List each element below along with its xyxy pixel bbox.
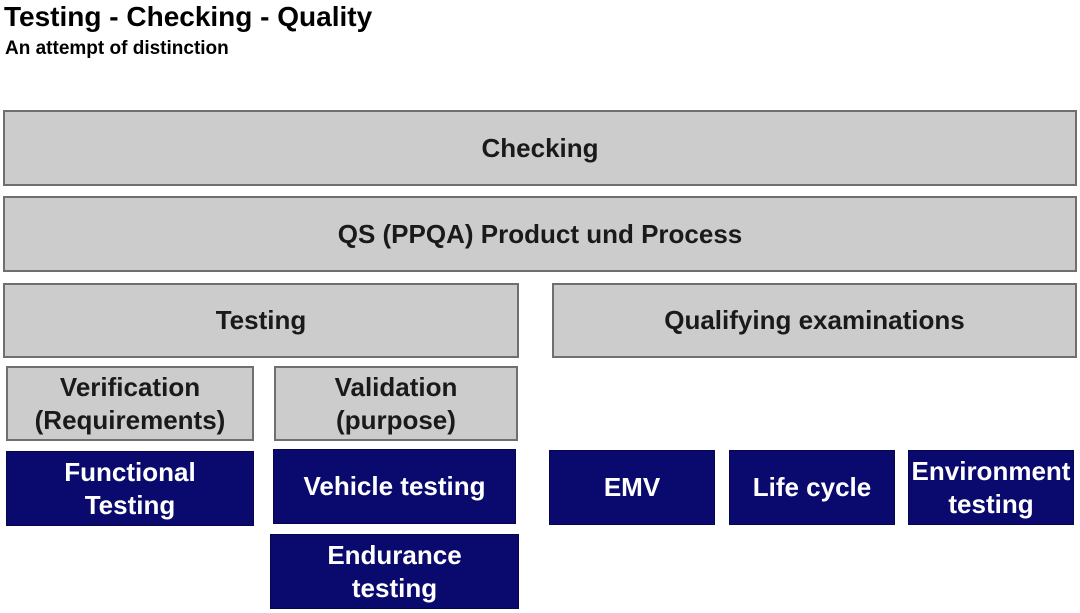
- endurance-testing-label: Endurance: [327, 539, 462, 570]
- vehicle-testing-label: Vehicle testing: [303, 471, 486, 501]
- testing-label: Testing: [215, 305, 307, 335]
- environment-testing-label: Environment: [911, 455, 1071, 486]
- emv-label: EMV: [603, 472, 661, 502]
- testing-box: Testing: [3, 283, 519, 358]
- validation-sublabel: (purpose): [336, 404, 456, 435]
- qs-ppqa-box: QS (PPQA) Product und Process: [3, 196, 1077, 272]
- endurance-testing-box: Endurance testing: [270, 534, 519, 609]
- environment-testing-sublabel: testing: [948, 488, 1034, 519]
- life-cycle-box: Life cycle: [729, 450, 895, 525]
- functional-testing-box: Functional Testing: [6, 451, 254, 526]
- verification-box: Verification (Requirements): [6, 366, 254, 441]
- checking-label: Checking: [481, 132, 599, 163]
- functional-testing-label: Functional: [64, 456, 196, 487]
- page-title: Testing - Checking - Quality: [4, 1, 373, 32]
- validation-label: Validation: [334, 371, 458, 402]
- functional-testing-sublabel: Testing: [84, 489, 176, 520]
- endurance-testing-sublabel: testing: [351, 572, 438, 603]
- checking-box: Checking: [3, 110, 1077, 186]
- environment-testing-box: Environment testing: [908, 450, 1074, 525]
- qualifying-examinations-label: Qualifying examinations: [664, 305, 965, 335]
- emv-box: EMV: [549, 450, 715, 525]
- validation-box: Validation (purpose): [274, 366, 518, 441]
- verification-label: Verification: [59, 371, 201, 402]
- qualifying-examinations-box: Qualifying examinations: [552, 283, 1077, 358]
- qs-ppqa-label: QS (PPQA) Product und Process: [337, 218, 743, 249]
- verification-sublabel: (Requirements): [34, 404, 226, 435]
- life-cycle-label: Life cycle: [752, 472, 872, 502]
- vehicle-testing-box: Vehicle testing: [273, 449, 516, 524]
- page-subtitle: An attempt of distinction: [5, 38, 229, 59]
